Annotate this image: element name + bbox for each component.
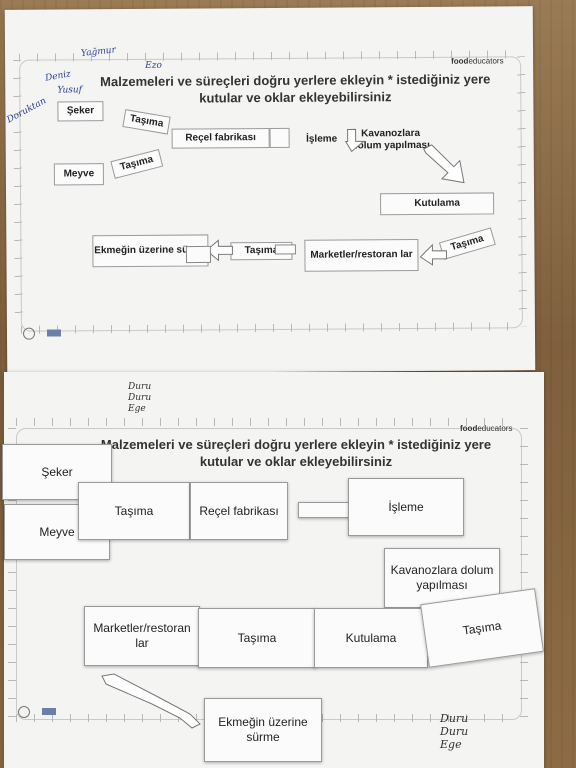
- foodeducators-logo: foodeducators: [451, 56, 504, 66]
- worksheet-title: Malzemeleri ve süreçleri doğru yerlere e…: [85, 70, 505, 107]
- eu-flag-icon: [46, 329, 62, 337]
- logo-circle-icon: [18, 706, 30, 718]
- ruler-ticks-top: [16, 418, 520, 426]
- handwritten-names-bottom: Duru Duru Ege: [440, 712, 469, 751]
- card-tasima-1[interactable]: Taşıma: [78, 482, 190, 540]
- arrow-left-icon: [205, 239, 233, 262]
- card-marketler-restoranlar[interactable]: Marketler/restoran lar: [84, 606, 200, 666]
- card-blank-1[interactable]: [269, 127, 290, 149]
- arrow-diagonal-down-right-icon: [423, 144, 465, 184]
- card-isleme[interactable]: İşleme: [348, 478, 464, 536]
- arrow-left-lower-icon: [419, 243, 447, 266]
- arrow-down-icon: [344, 128, 366, 153]
- worksheet-title: Malzemeleri ve süreçleri doğru yerlere e…: [86, 436, 506, 470]
- title-line-2: kutular ve oklar ekleyebilirsiniz: [199, 89, 392, 106]
- ruler-ticks-right: [520, 428, 528, 718]
- ruler-ticks-left: [8, 428, 16, 718]
- blank-card-left: [185, 245, 212, 264]
- card-kutulama[interactable]: Kutulama: [380, 192, 495, 216]
- title-line-1: Malzemeleri ve süreçleri doğru yerlere e…: [100, 437, 492, 452]
- hand-drawn-arrow-icon: [101, 673, 201, 729]
- worksheet-top: foodeducators Malzemeleri ve süreçleri d…: [4, 6, 536, 374]
- card-kutulama[interactable]: Kutulama: [314, 608, 428, 668]
- card-meyve[interactable]: Meyve: [53, 163, 104, 186]
- card-tasima-2[interactable]: Taşıma: [198, 608, 316, 668]
- handwritten-name-yusuf: Yusuf: [57, 85, 83, 96]
- foodeducators-logo: foodeducators: [460, 424, 513, 433]
- card-ekmegin-uzerine-surme[interactable]: Ekmeğin üzerine sürme: [204, 698, 322, 762]
- eu-flag-icon: [42, 708, 56, 715]
- worksheet-bottom: foodeducators Malzemeleri ve süreçleri d…: [2, 372, 544, 768]
- card-marketler-restoranlar[interactable]: Marketler/restoran lar: [304, 238, 419, 272]
- handwritten-name-ezo: Ezo: [145, 60, 162, 71]
- card-blank-arrow-bar[interactable]: [298, 502, 354, 518]
- card-isleme[interactable]: İşleme: [306, 133, 338, 145]
- blank-card-small: [274, 244, 296, 255]
- ruler-ticks-right: [517, 56, 527, 327]
- title-line-2: kutular ve oklar ekleyebilirsiniz: [199, 454, 393, 469]
- card-recel-fabrikasi[interactable]: Reçel fabrikası: [190, 482, 288, 540]
- card-recel-fabrikasi[interactable]: Reçel fabrikası: [171, 128, 270, 149]
- title-line-1: Malzemeleri ve süreçleri doğru yerlere e…: [100, 71, 491, 90]
- logo-circle-icon: [22, 327, 36, 340]
- handwritten-names-top: Duru Duru Ege: [128, 382, 152, 414]
- card-seker[interactable]: Şeker: [57, 101, 104, 122]
